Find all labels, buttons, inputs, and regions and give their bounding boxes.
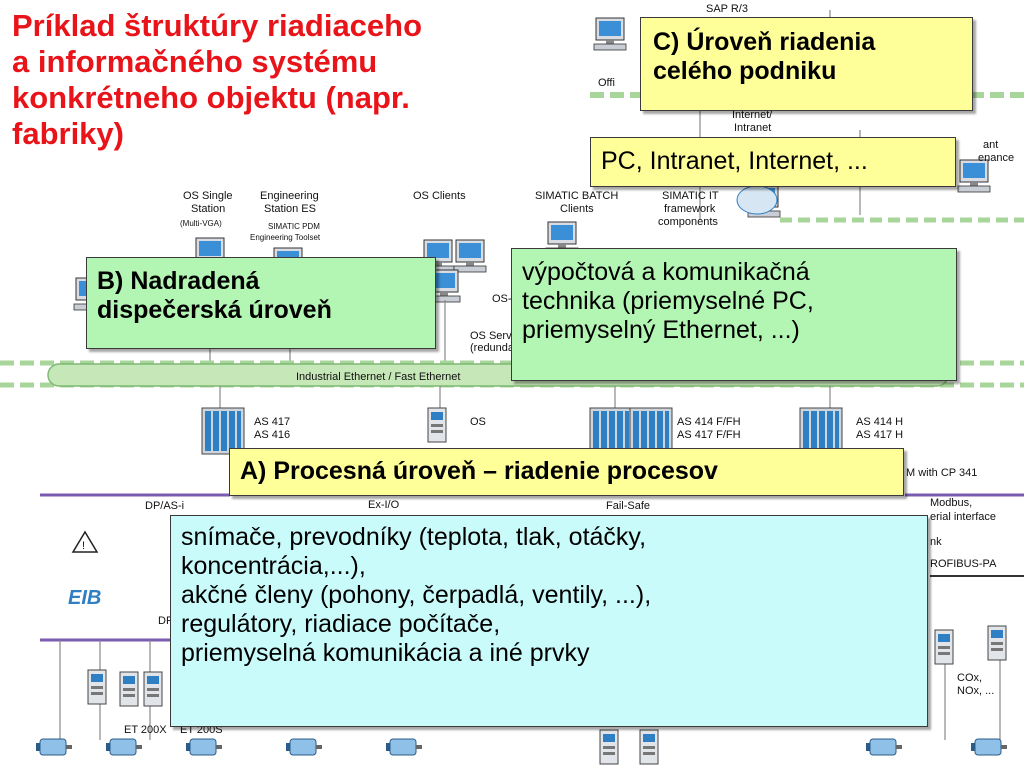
level-a-title-callout: A) Procesná úroveň – riadenie procesov bbox=[229, 448, 904, 496]
level-c-desc-callout: PC, Intranet, Internet, ... bbox=[590, 137, 956, 187]
internet-label: Internet/ bbox=[732, 109, 773, 121]
cox-label: COx, bbox=[957, 672, 982, 684]
station-label: Station bbox=[191, 203, 225, 215]
dp-asi-label: DP/AS-i bbox=[145, 500, 184, 512]
et200s-label: ET 200S bbox=[180, 724, 223, 736]
maintenance-label: enance bbox=[978, 152, 1014, 164]
simatic-it-label: SIMATIC IT bbox=[662, 190, 719, 202]
svg-text:!: ! bbox=[82, 540, 85, 552]
components-label: components bbox=[658, 216, 718, 228]
office-label: Offi bbox=[598, 77, 615, 89]
os-clients-label: OS Clients bbox=[413, 190, 466, 202]
as414f-label: AS 414 F/FH bbox=[677, 416, 741, 428]
redundant-label: (redunda bbox=[470, 342, 515, 354]
ex-io-label: Ex-I/O bbox=[368, 499, 400, 511]
as417h-label: AS 417 H bbox=[856, 429, 903, 441]
slide-title: Príklad štruktúry riadiaceho a informačn… bbox=[12, 8, 423, 151]
intranet-label: Intranet bbox=[734, 122, 771, 134]
serial-label: erial interface bbox=[930, 511, 996, 523]
as414h-label: AS 414 H bbox=[856, 416, 903, 428]
os-server-label: OS Serv bbox=[470, 330, 512, 342]
as417f-label: AS 417 F/FH bbox=[677, 429, 741, 441]
os-label: OS bbox=[470, 416, 486, 428]
sap-label: SAP R/3 bbox=[706, 3, 748, 15]
as417-label: AS 417 bbox=[254, 416, 290, 428]
eib-logo-label: EIB bbox=[68, 587, 101, 609]
level-b-title-callout: B) Nadradená dispečerská úroveň bbox=[86, 257, 436, 349]
engineering-toolset-label: Engineering Toolset bbox=[250, 233, 321, 242]
nox-label: NOx, ... bbox=[957, 685, 994, 697]
os-short-label: OS- bbox=[492, 293, 512, 305]
cp341-label: M with CP 341 bbox=[906, 467, 977, 479]
multi-vga-label: (Multi-VGA) bbox=[180, 219, 222, 228]
station-es-label: Station ES bbox=[264, 203, 316, 215]
profibus-pa-label: ROFIBUS-PA bbox=[930, 558, 997, 570]
nk-label: nk bbox=[930, 536, 942, 548]
batch-clients-label: Clients bbox=[560, 203, 594, 215]
plant-label: ant bbox=[983, 139, 998, 151]
os-single-label: OS Single bbox=[183, 190, 233, 202]
dp-short-label: DF bbox=[158, 615, 173, 627]
fail-safe-label: Fail-Safe bbox=[606, 500, 650, 512]
engineering-label: Engineering bbox=[260, 190, 319, 202]
et200x-label: ET 200X bbox=[124, 724, 167, 736]
simatic-batch-label: SIMATIC BATCH bbox=[535, 190, 618, 202]
level-c-title-callout: C) Úroveň riadenia celého podniku bbox=[640, 17, 973, 111]
simatic-pdm-label: SIMATIC PDM bbox=[268, 222, 320, 231]
level-a-desc-callout: snímače, prevodníky (teplota, tlak, otáč… bbox=[170, 515, 928, 727]
framework-label: framework bbox=[664, 203, 716, 215]
ethernet-label: Industrial Ethernet / Fast Ethernet bbox=[296, 371, 460, 383]
as416-label: AS 416 bbox=[254, 429, 290, 441]
modbus-label: Modbus, bbox=[930, 497, 972, 509]
level-b-desc-callout: výpočtová a komunikačná technika (priemy… bbox=[511, 248, 957, 381]
